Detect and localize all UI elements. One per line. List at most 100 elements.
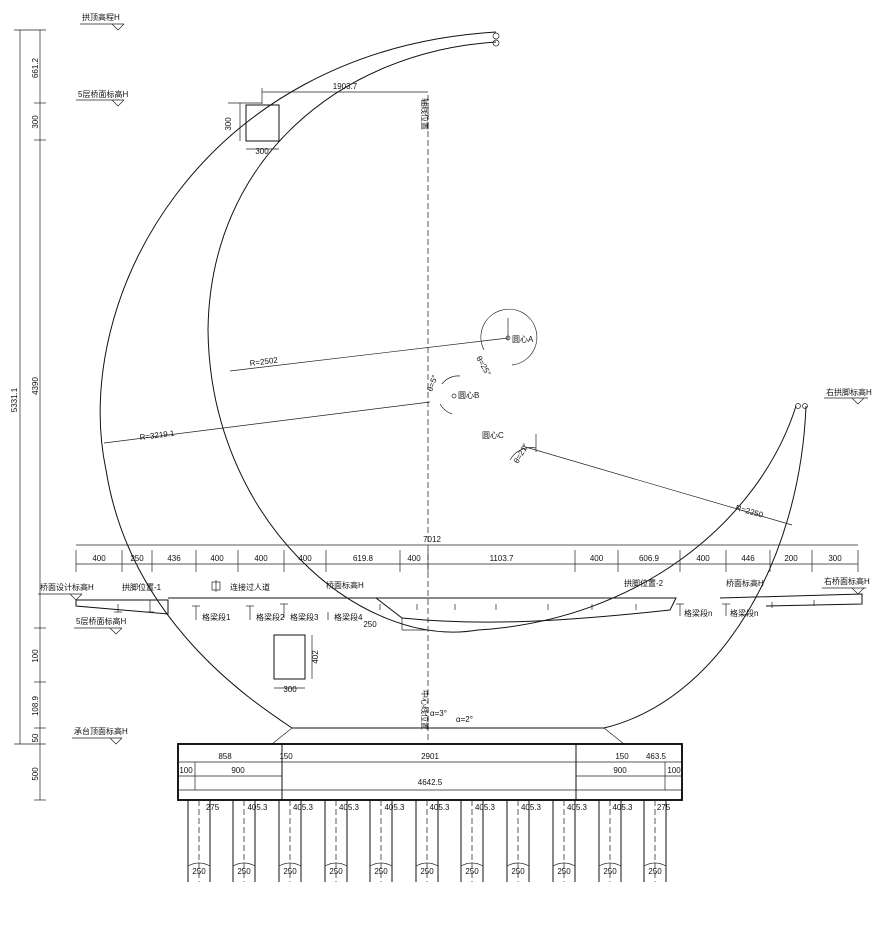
pile-diameter-label: 250 [192, 867, 206, 876]
pile-diameter-arc [460, 862, 484, 867]
vertical-dimension-chain: 661.2 300 5331.1 4390 100 108.9 50 500 [10, 29, 46, 801]
elev-upper-deck: 5层桥面标高H [78, 89, 128, 99]
bridge-labels: 拱脚位置-1 连接过人道 格梁段1 格梁段2 格梁段3 格梁段4 桥面标高H 拱… [122, 578, 764, 622]
pile-spacing-label: 405.3 [567, 803, 588, 812]
pile-diameter-arc [187, 862, 211, 867]
span-dim-label: 606.9 [639, 554, 660, 563]
pile-diameter-label: 250 [557, 867, 571, 876]
angle-d: α=3° [430, 709, 447, 718]
pile-diameter-arc [278, 862, 302, 867]
vdim-total: 5331.1 [10, 387, 19, 412]
offset-250: 250 [363, 620, 377, 629]
radius-small: R=2250 [734, 503, 764, 520]
pile-diameter-arc [324, 862, 348, 867]
span-dim-label: 300 [828, 554, 842, 563]
cap-right-half: 463.5 [646, 752, 667, 761]
vdim-100: 100 [31, 649, 40, 663]
center-axis: 轴线位置 中心线位置 [420, 95, 430, 745]
pile-spacing-label: 275 [206, 803, 220, 812]
span-dim-label: 400 [298, 554, 312, 563]
pile-spacing-label: 405.3 [247, 803, 268, 812]
cap-center: 2901 [421, 752, 439, 761]
pile-diameter-arc [506, 862, 530, 867]
label-seg2: 格梁段2 [256, 612, 285, 622]
span-dim-label: 250 [130, 554, 144, 563]
span-dim-label: 400 [590, 554, 604, 563]
top-span-dim: 1903.7 [333, 82, 358, 91]
cap-left-100: 100 [179, 766, 193, 775]
cap-right-a: 150 [615, 752, 629, 761]
span-dim-label: 400 [696, 554, 710, 563]
elev-foundation: 承台顶面标高H [74, 726, 128, 736]
square-top-w: 300 [255, 147, 269, 156]
cap-left-half: 858 [218, 752, 232, 761]
vdim-4390: 4390 [31, 377, 40, 395]
label-right-deck: 桥面标高H [726, 578, 764, 588]
pile-diameter-label: 250 [283, 867, 297, 876]
pile-cap: 858 150 900 100 2901 4642.5 150 463.5 90… [177, 727, 683, 801]
square-top-h: 300 [224, 117, 233, 131]
elevation-markers: 拱顶高程H 5层桥面标高H 右拱脚标高H 桥面设计标高H 右桥面标高H 5层桥面… [38, 12, 872, 745]
pile-diameter-label: 250 [329, 867, 343, 876]
pile-diameter-arc [415, 862, 439, 867]
pile-diameter-label: 250 [465, 867, 479, 876]
radius-outer: R=3219.1 [139, 429, 175, 442]
label-seg1: 格梁段1 [202, 612, 231, 622]
span-dim-label: 400 [92, 554, 106, 563]
pile-spacing-label: 275 [657, 803, 671, 812]
pile-diameter-arc [552, 862, 576, 867]
span-dim-label: 1103.7 [490, 554, 514, 563]
span-dim-label: 200 [784, 554, 798, 563]
cap-right-900: 900 [613, 766, 627, 775]
elev-left-low: 5层桥面标高H [76, 616, 126, 626]
radius-lines: R=2502 R=3219.1 R=2250 [103, 337, 793, 526]
vdim-500: 500 [31, 767, 40, 781]
span-dim-label: 446 [741, 554, 755, 563]
pile-diameter-arc [369, 862, 393, 867]
center-a: 圆心A θ=25° [474, 308, 538, 377]
label-right-seg: 格梁段n [684, 608, 712, 618]
angle-e: α=2° [456, 715, 473, 724]
bridge-deck: 250 [75, 580, 863, 631]
pile-diameter-label: 250 [603, 867, 617, 876]
label-right-arch: 拱脚位置-2 [624, 578, 664, 588]
elev-right-bridge: 右桥面标高H [824, 576, 870, 586]
vdim-108: 108.9 [31, 695, 40, 716]
pile-spacing-label: 405.3 [475, 803, 496, 812]
vdim-50: 50 [31, 733, 40, 742]
pile-spacing-label: 405.3 [612, 803, 633, 812]
crescent-arch [99, 31, 808, 729]
axis-label-top: 轴线位置 [420, 98, 430, 130]
vdim-300: 300 [31, 115, 40, 129]
center-c-label: 圆心C [482, 431, 504, 440]
pile-diameter-label: 250 [648, 867, 662, 876]
pile-diameter-label: 250 [420, 867, 434, 876]
label-deck: 桥面标高H [326, 580, 364, 590]
pile-spacing-label: 405.3 [429, 803, 450, 812]
square-low-h: 402 [311, 650, 320, 664]
cap-left-900: 900 [231, 766, 245, 775]
pile-diameter-label: 250 [374, 867, 388, 876]
axis-label-bottom: 中心线位置 [420, 690, 430, 730]
pile-diameter-arc [643, 862, 667, 867]
square-low-w: 300 [283, 685, 297, 694]
radius-inner: R=2502 [249, 356, 279, 368]
elev-top: 拱顶高程H [82, 12, 120, 22]
top-square-section: 300 300 1903.7 [224, 82, 428, 156]
label-seg4: 格梁段4 [334, 612, 363, 622]
elev-left-bridge: 桥面设计标高H [40, 582, 94, 592]
overall-span: 7012 [423, 535, 441, 544]
pile-diameter-label: 250 [237, 867, 251, 876]
span-dim-label: 400 [407, 554, 421, 563]
center-b: 圆心B θ=5° [425, 374, 479, 415]
cap-total: 4642.5 [418, 778, 443, 787]
pile-diameter-arc [598, 862, 622, 867]
label-right-seg2: 格梁段n [730, 608, 758, 618]
pile-diameter-label: 250 [511, 867, 525, 876]
lower-square-section: 402 300 [273, 634, 320, 694]
angle-b: θ=5° [425, 374, 439, 393]
span-dim-label: 436 [167, 554, 181, 563]
